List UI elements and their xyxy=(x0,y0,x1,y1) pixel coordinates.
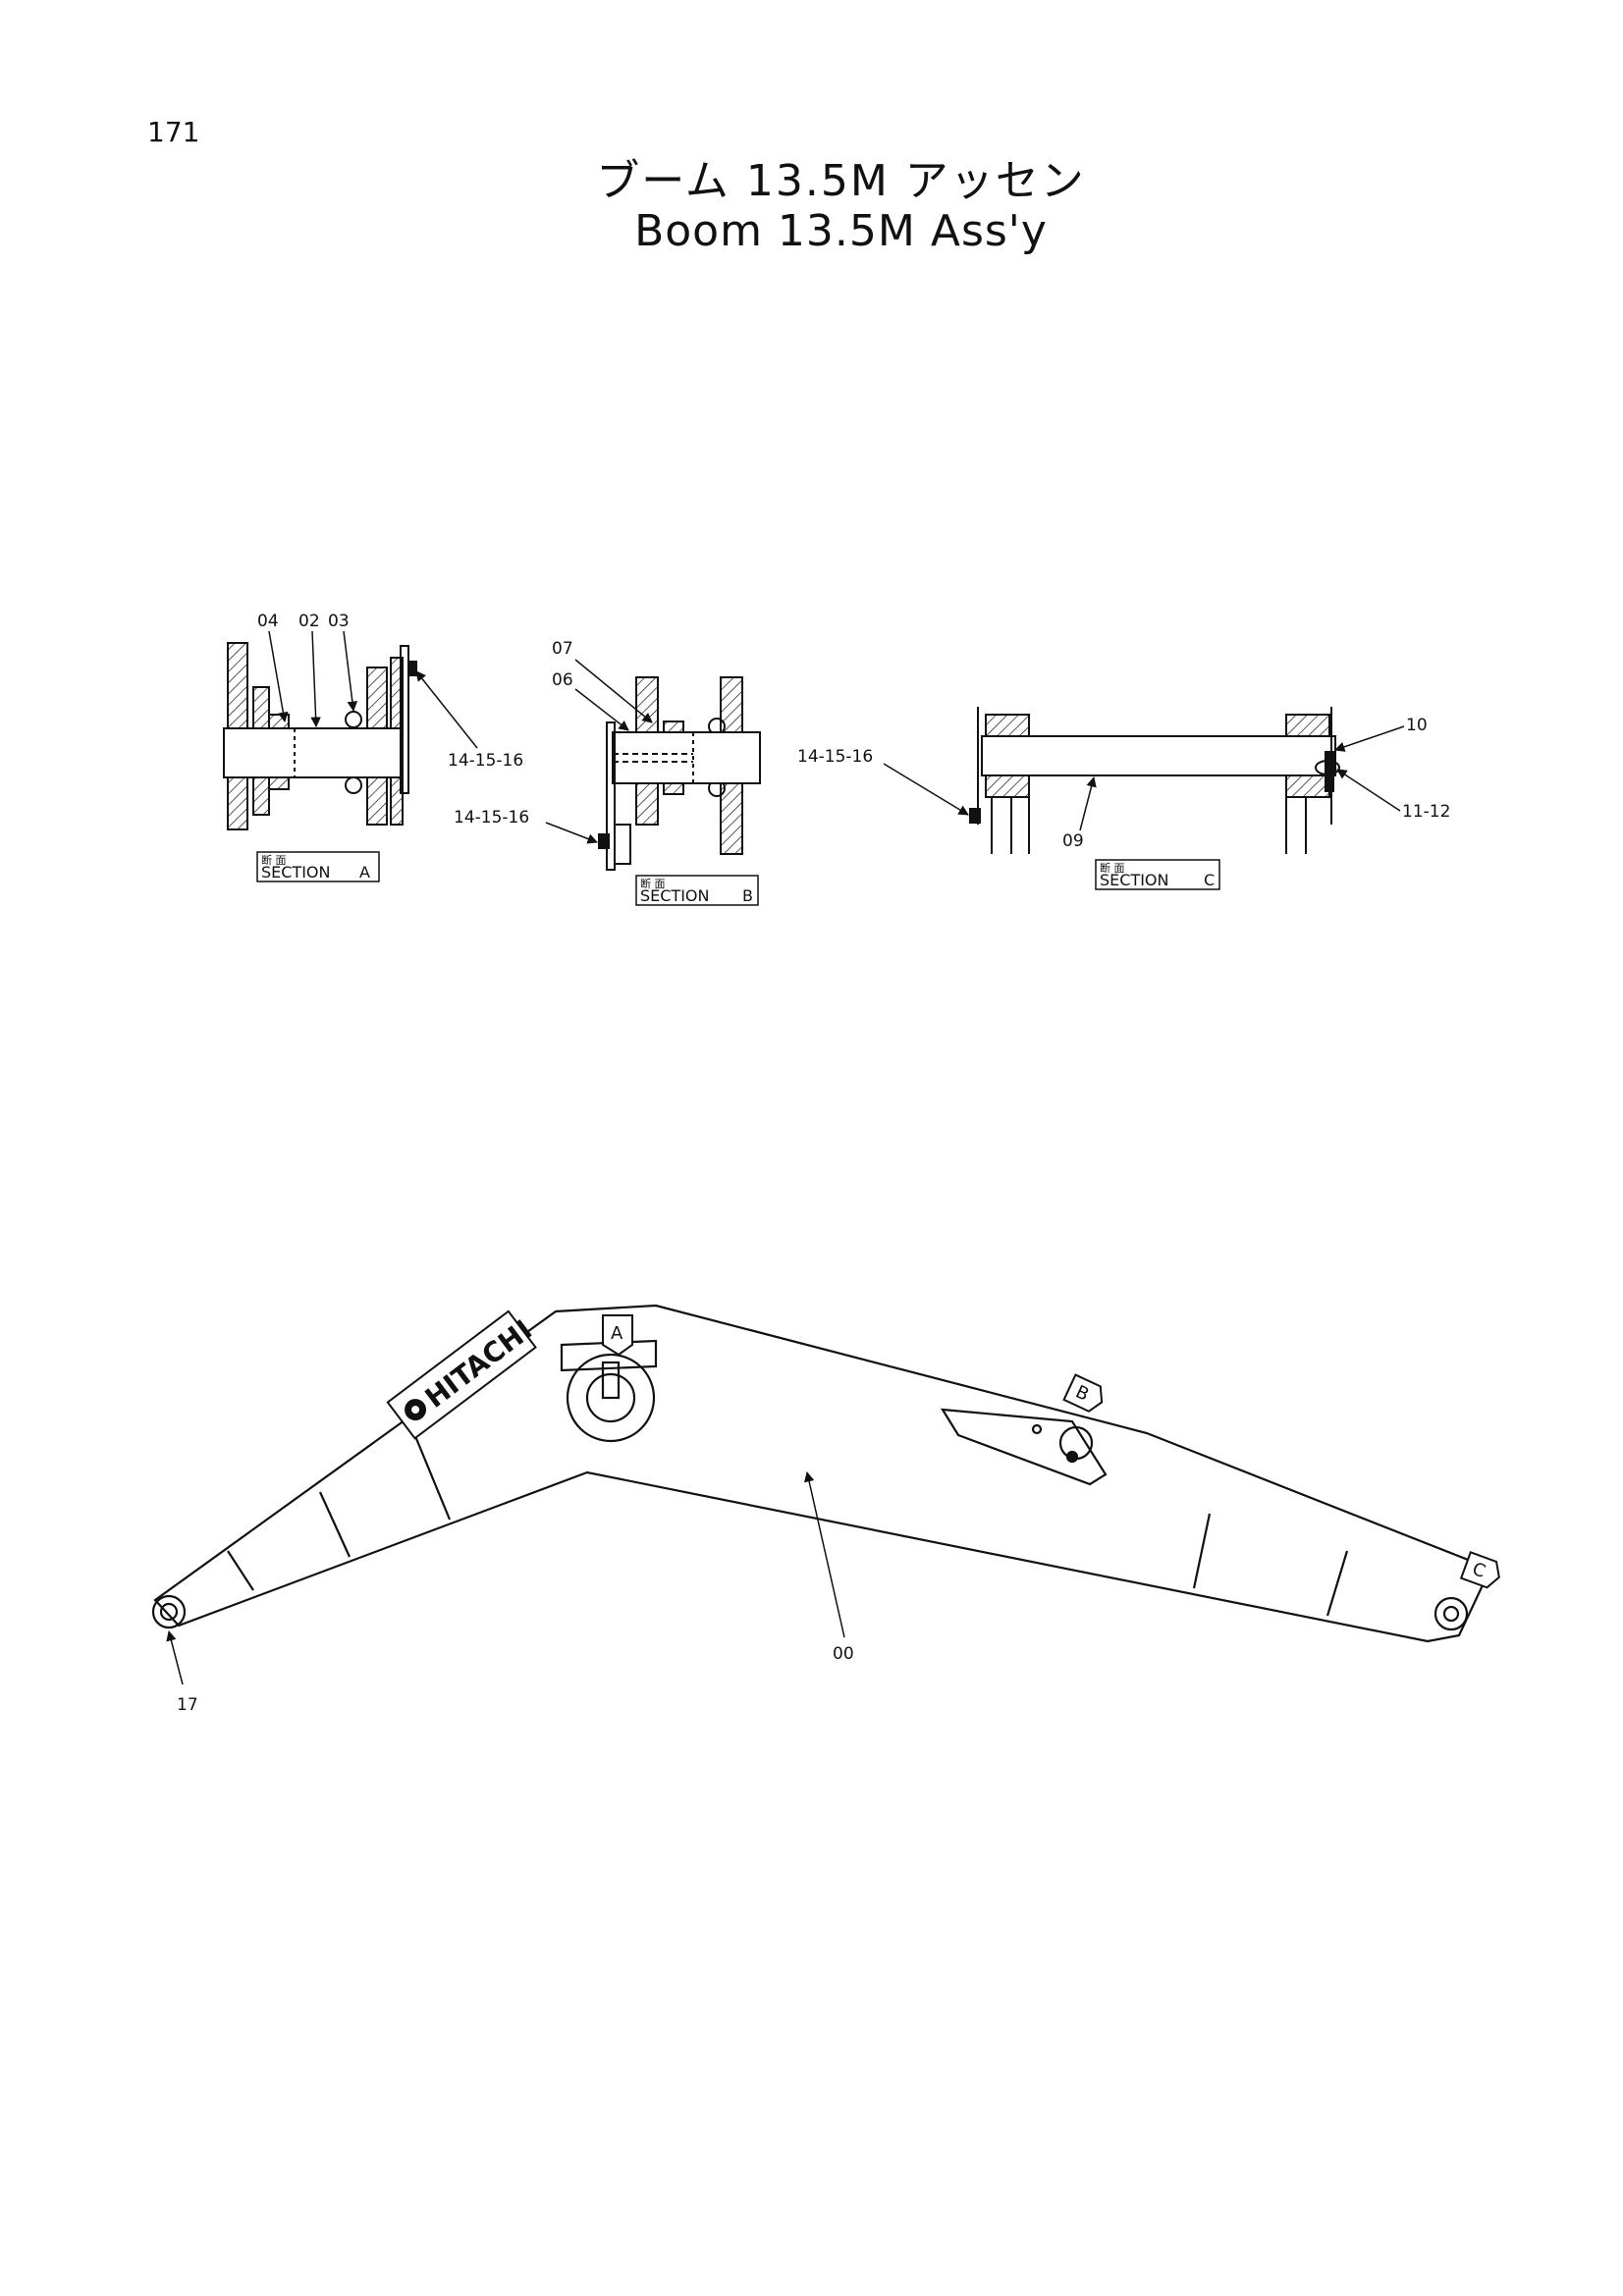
section-c-view xyxy=(969,707,1340,854)
section-a-letter: A xyxy=(359,863,370,881)
section-b-letter: B xyxy=(742,886,753,905)
callout-17: 17 xyxy=(177,1695,198,1715)
section-b-jp-label: 断 面 xyxy=(640,877,666,890)
callout-04: 04 xyxy=(257,612,279,631)
callout-00: 00 xyxy=(833,1644,854,1664)
boom-side-view xyxy=(151,1304,1492,1643)
section-a-label-box xyxy=(256,851,380,882)
section-marker-a: A xyxy=(602,1314,633,1357)
callout-a-bolt: 14-15-16 xyxy=(448,751,523,771)
callout-02: 02 xyxy=(298,612,320,631)
section-b-callouts: 07 06 14-15-16 断 面 SECTION B xyxy=(454,639,759,906)
boom-outline xyxy=(153,1304,1492,1643)
section-c-callouts: 10 11-12 09 14-15-16 断 面 SECTION C xyxy=(797,716,1450,890)
section-a-label: SECTION xyxy=(261,863,331,881)
section-marker-c: C xyxy=(1459,1551,1500,1589)
callout-03: 03 xyxy=(328,612,350,631)
section-a-view xyxy=(223,642,417,830)
section-c-jp-label: 断 面 xyxy=(1100,861,1125,875)
section-b-view xyxy=(598,676,761,871)
title-japanese: ブーム 13.5M アッセン xyxy=(596,156,1086,206)
callout-10: 10 xyxy=(1406,716,1428,735)
boom-callouts: 00 17 xyxy=(166,1470,854,1715)
section-b-label-box xyxy=(635,875,759,906)
callout-11-12: 11-12 xyxy=(1402,802,1450,822)
callout-06: 06 xyxy=(552,670,573,690)
section-c-letter: C xyxy=(1204,871,1215,889)
marker-a-letter: A xyxy=(611,1323,623,1344)
section-c-label-box xyxy=(1095,859,1220,890)
section-a-callouts: 04 02 03 14-15-16 断 面 SECTION A xyxy=(256,612,523,882)
callout-07: 07 xyxy=(552,639,573,659)
title-english: Boom 13.5M Ass'y xyxy=(634,206,1048,256)
section-b-label: SECTION xyxy=(640,886,710,905)
callout-b-bolt: 14-15-16 xyxy=(454,808,529,828)
section-c-label: SECTION xyxy=(1100,871,1169,889)
callout-09: 09 xyxy=(1062,831,1084,851)
section-a-jp-label: 断 面 xyxy=(261,853,287,867)
page-number: 171 xyxy=(147,116,200,148)
section-marker-b: B xyxy=(1062,1373,1104,1413)
callout-c-bolt: 14-15-16 xyxy=(797,747,873,767)
